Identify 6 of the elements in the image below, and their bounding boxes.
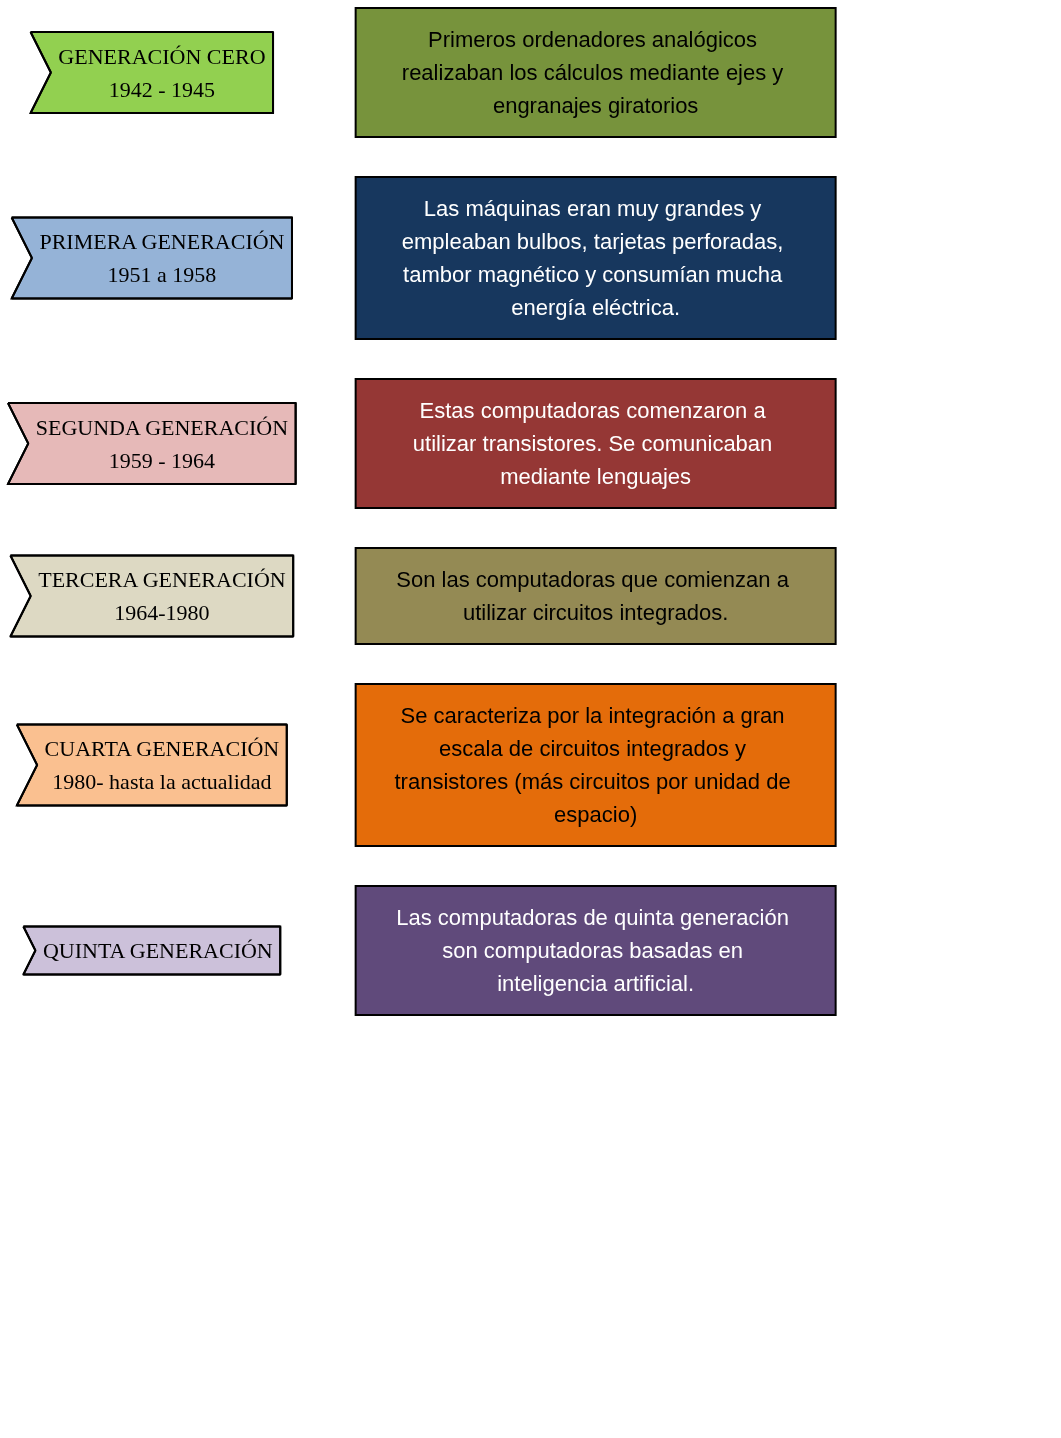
node-box: Estas computadoras comenzaron a utilizar transistores. Se comunicaban mediante lenguajes [354, 378, 837, 509]
node-box: Primeros ordenadores analógicos realizaban los cálculos mediante ejes y engranajes giratorios [354, 7, 837, 138]
node-box: Son las computadoras que comienzan a utilizar circuitos integrados. [354, 547, 837, 645]
node-box: Se caracteriza por la integración a gran escala de circuitos integrados y transistores (más circuitos por unidad de espacio) [354, 683, 837, 847]
node-box: Las computadoras de quinta generación son computadoras basadas en inteligencia artificial. [354, 885, 837, 1016]
node-box: Las máquinas eran muy grandes y empleaban bulbos, tarjetas perforadas, tambor magnético y consumían mucha energía eléctrica. [354, 176, 837, 340]
